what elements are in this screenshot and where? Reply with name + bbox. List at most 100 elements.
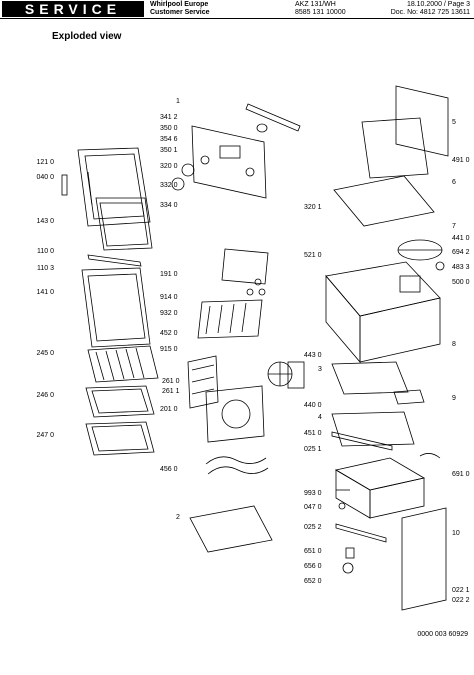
sheet-3 [331, 361, 409, 395]
service-banner: SERVICE [2, 1, 144, 17]
page-title: Exploded view [52, 31, 122, 42]
side-rail-261 [187, 355, 219, 409]
bracket-694 [435, 261, 445, 271]
label-350-1: 350 1 [160, 147, 178, 154]
footer-code: 0000 003 60929 [417, 631, 468, 638]
clip-047 [338, 502, 346, 510]
label-025-2: 025 2 [304, 524, 322, 531]
label-443-0: 443 0 [304, 352, 322, 359]
oven-chassis-500 [325, 261, 441, 364]
sheet-4 [331, 411, 415, 447]
label-452-0: 452 0 [160, 330, 178, 337]
door-strip-110 [87, 254, 142, 267]
foot-656 [342, 562, 354, 574]
glass-cover-191 [221, 248, 269, 285]
label-350-0: 350 0 [160, 125, 178, 132]
label-500-0: 500 0 [452, 279, 470, 286]
label-491-0: 491 0 [452, 157, 470, 164]
label-456-0: 456 0 [160, 466, 178, 473]
label-451-0: 451 0 [304, 430, 322, 437]
label-261-0: 261 0 [162, 378, 180, 385]
lamp-914 [246, 278, 266, 296]
back-panel-5 [395, 85, 449, 157]
model-name: AKZ 131/WH [295, 1, 336, 8]
label-4: 4 [318, 414, 322, 421]
motor-483 [399, 275, 421, 293]
label-246-0: 246 0 [36, 392, 54, 399]
label-9: 9 [452, 395, 456, 402]
label-5: 5 [452, 119, 456, 126]
label-040-0: 040 0 [36, 174, 54, 181]
label-191-0: 191 0 [160, 271, 178, 278]
hinge-691 [419, 453, 441, 459]
label-915-0: 915 0 [160, 346, 178, 353]
support-9 [393, 389, 425, 405]
label-143-0: 143 0 [36, 218, 54, 225]
label-341-2: 341 2 [160, 114, 178, 121]
label-3: 3 [318, 366, 322, 373]
label-334-0: 334 0 [160, 202, 178, 209]
housing-491 [361, 117, 429, 179]
label-141-0: 141 0 [36, 289, 54, 296]
company-line2: Customer Service [150, 9, 210, 16]
rail-451 [331, 431, 393, 451]
label-10: 10 [452, 530, 460, 537]
label-201-0: 201 0 [160, 406, 178, 413]
label-6: 6 [452, 179, 456, 186]
knob-332 [171, 163, 195, 191]
date-page: 18.10.2000 / Page 3 [406, 1, 470, 8]
fan-441 [397, 239, 443, 261]
label-261-1: 261 1 [162, 388, 180, 395]
bottom-panel-2 [189, 505, 273, 553]
label-110-3: 110 3 [37, 265, 54, 272]
fan-cover-201 [205, 385, 265, 443]
header-divider [0, 18, 474, 19]
door-glass-143 [95, 197, 153, 251]
heating-element-456 [205, 456, 269, 475]
label-7: 7 [452, 223, 456, 230]
label-1: 1 [176, 98, 180, 105]
knob-341 [256, 123, 268, 133]
control-bracket-1 [245, 103, 301, 132]
company-line1: Whirlpool Europe [150, 1, 209, 8]
label-521-0: 521 0 [304, 252, 322, 259]
label-694-2: 694 2 [452, 249, 470, 256]
label-441-0: 441 0 [452, 235, 470, 242]
label-022-2: 022 2 [452, 597, 470, 604]
label-320-0: 320 0 [160, 163, 178, 170]
label-652-0: 652 0 [304, 578, 322, 585]
door-handle-040 [61, 174, 68, 196]
label-8: 8 [452, 341, 456, 348]
label-354-6: 354 6 [160, 136, 178, 143]
label-691-0: 691 0 [452, 471, 470, 478]
control-panel-320 [191, 125, 267, 199]
strip-025-2 [335, 523, 387, 543]
fan-bracket-440 [287, 361, 305, 389]
label-025-1: 025 1 [304, 446, 322, 453]
label-932-0: 932 0 [160, 310, 178, 317]
foot-651 [345, 547, 355, 559]
label-110-0: 110 0 [37, 248, 54, 255]
bottom-box-7 [334, 457, 426, 519]
doc-number: Doc. No: 4812 725 13611 [390, 9, 470, 16]
label-993-0: 993 0 [304, 490, 322, 497]
label-121-0: 121 0 [36, 159, 54, 166]
label-914-0: 914 0 [160, 294, 178, 301]
door-frame-121 [77, 147, 151, 227]
label-047-0: 047 0 [304, 504, 322, 511]
door-outer-141 [81, 267, 151, 348]
label-245-0: 245 0 [36, 350, 54, 357]
label-483-3: 483 3 [452, 264, 470, 271]
label-247-0: 247 0 [36, 432, 54, 439]
oven-rack-245 [87, 345, 159, 383]
grill-element-452 [197, 299, 263, 339]
label-022-1: 022 1 [452, 587, 470, 594]
label-440-0: 440 0 [304, 402, 322, 409]
label-332-0: 332 0 [160, 182, 178, 189]
label-651-0: 651 0 [304, 548, 322, 555]
side-door-10 [401, 507, 447, 611]
label-320-1: 320 1 [304, 204, 322, 211]
model-code: 8585 131 10000 [295, 9, 346, 16]
baking-tray-247 [85, 421, 155, 456]
